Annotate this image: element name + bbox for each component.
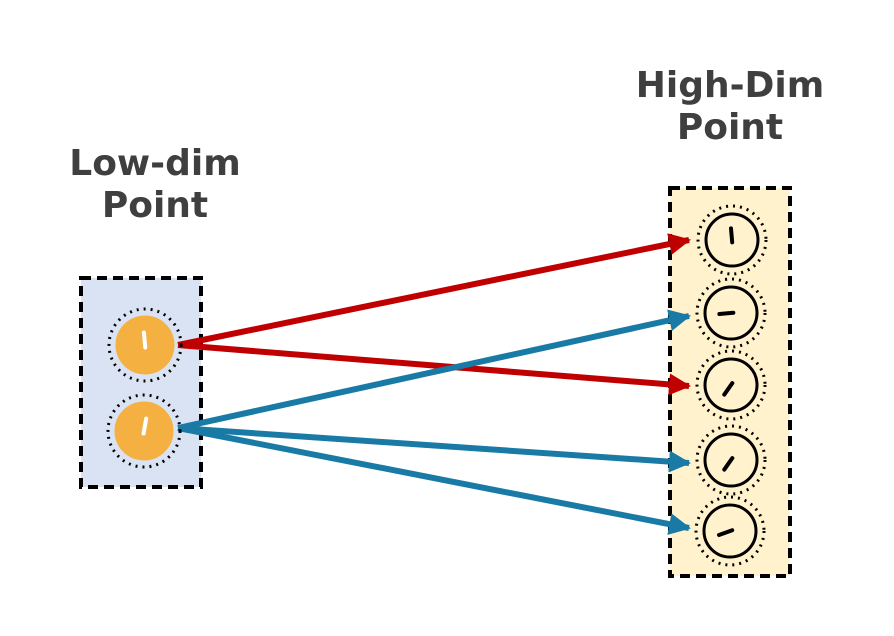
- high-dim-knobs: [694, 204, 768, 567]
- arrow-low-knob-2-to-high-knob-2: [177, 309, 691, 431]
- high-knob-2: [695, 277, 767, 349]
- high-knob-3: [695, 349, 767, 421]
- high-dim-title-line2: Point: [676, 107, 784, 148]
- high-knob-5: [694, 495, 766, 567]
- arrow-low-knob-1-to-high-knob-1: [177, 233, 691, 348]
- low-dim-title-line2: Point: [101, 185, 209, 226]
- low-knob-2: [106, 393, 182, 469]
- low-dim-title-line1: Low-dim: [69, 143, 241, 184]
- high-dim-title: High-Dim Point: [610, 65, 850, 149]
- arrow-low-knob-2-to-high-knob-4: [177, 425, 691, 473]
- low-dim-knobs: [106, 307, 183, 469]
- low-dim-title: Low-dim Point: [50, 143, 260, 227]
- high-knob-4: [695, 424, 767, 496]
- high-knob-1: [696, 204, 768, 276]
- arrows: [177, 233, 691, 535]
- arrow-low-knob-1-to-high-knob-3: [177, 342, 691, 396]
- low-knob-1: [107, 307, 183, 383]
- arrow-low-knob-2-to-high-knob-5: [177, 425, 691, 535]
- high-dim-title-line1: High-Dim: [635, 65, 825, 106]
